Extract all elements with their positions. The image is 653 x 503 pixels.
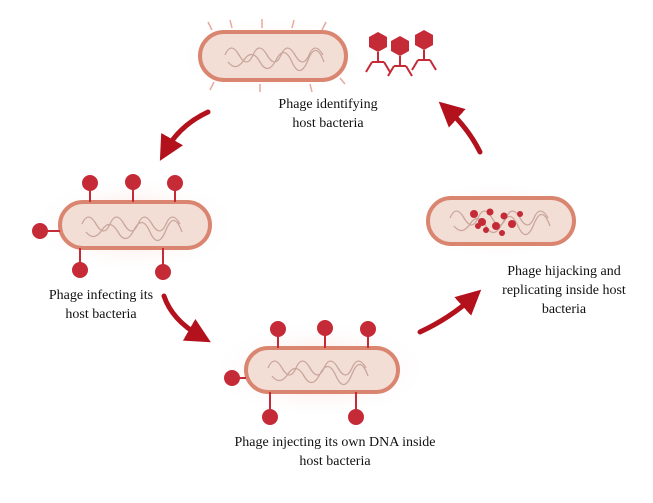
caption-hijacking: Phage hijacking and replicating inside h…	[476, 262, 652, 319]
caption-identifying-line1: Phage identifying	[278, 97, 378, 112]
caption-infecting: Phage infecting its host bacteria	[6, 286, 196, 324]
cycle-arrow-1	[159, 109, 211, 161]
dna-strand-1	[224, 47, 325, 72]
bacterium-infecting	[30, 174, 240, 280]
bacterium-injecting	[210, 320, 430, 425]
dna-strand-3	[267, 360, 369, 386]
phage-cluster	[365, 30, 437, 77]
caption-injecting-line1: Phage injecting its own DNA inside	[234, 435, 436, 450]
cycle-arrows	[159, 101, 483, 343]
caption-identifying: Phage identifying host bacteria	[228, 95, 428, 133]
caption-hijacking-line3: bacteria	[541, 302, 587, 317]
caption-hijacking-line1: Phage hijacking and	[507, 264, 621, 279]
caption-hijacking-line2: replicating inside host	[502, 283, 626, 298]
replicating-phages	[470, 208, 523, 236]
cycle-arrow-4	[438, 101, 483, 155]
caption-identifying-line2: host bacteria	[292, 116, 364, 131]
cycle-arrow-2	[161, 293, 211, 343]
cycle-arrow-3	[417, 289, 482, 335]
caption-infecting-line1: Phage infecting its	[48, 288, 154, 303]
dna-strand-2	[81, 216, 183, 242]
caption-infecting-line2: host bacteria	[65, 307, 137, 322]
bacterium-identifying	[177, 17, 367, 97]
caption-injecting-line2: host bacteria	[299, 454, 371, 469]
caption-injecting: Phage injecting its own DNA inside host …	[190, 433, 480, 471]
bacterium-replicating	[408, 180, 588, 260]
